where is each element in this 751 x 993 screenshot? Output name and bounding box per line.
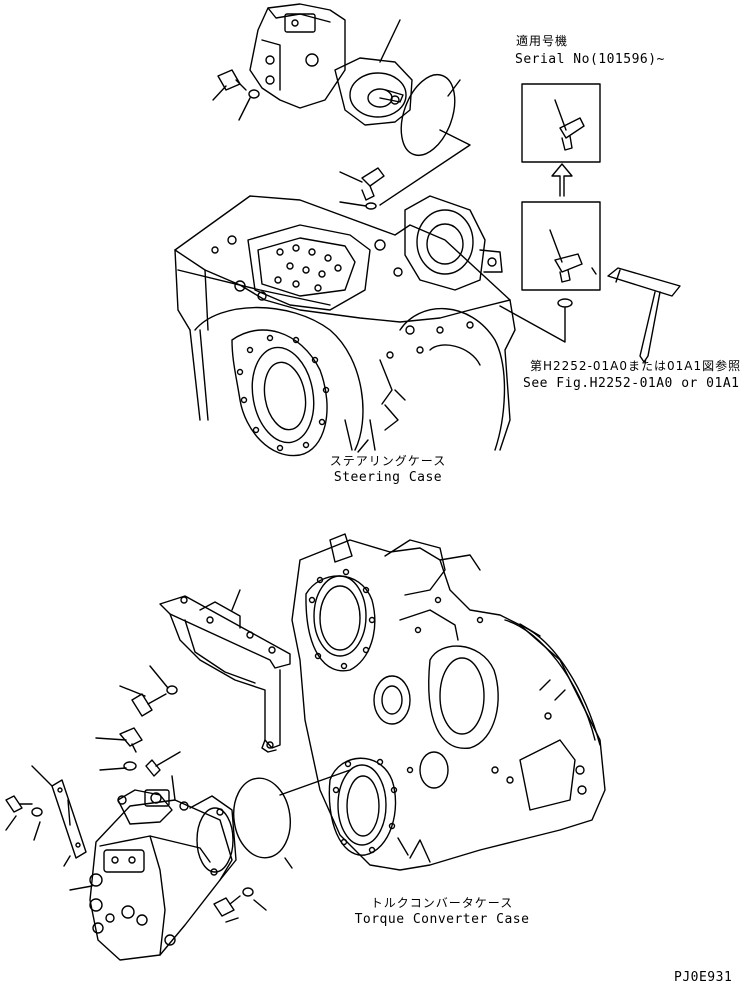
- hydraulic-pump-upper: [249, 3, 413, 126]
- leader-lines: [339, 171, 367, 207]
- plate-bracket: [51, 779, 87, 859]
- leader-lines: [284, 857, 293, 869]
- steering-case-label-jp: ステアリングケース: [329, 454, 447, 468]
- leader-lines: [212, 85, 251, 121]
- inset-before: [521, 201, 601, 291]
- leader-lines: [171, 775, 176, 801]
- leader-lines: [519, 623, 541, 637]
- leader-lines: [225, 899, 267, 923]
- o-ring-lower: [233, 777, 291, 859]
- arrow-icon: [639, 291, 661, 363]
- leader-lines: [499, 305, 566, 343]
- mounting-bracket: [159, 595, 291, 753]
- plug-fitting: [119, 727, 161, 777]
- bolt-icon: [213, 887, 254, 917]
- leader-lines: [119, 665, 169, 697]
- inset-after: [521, 83, 601, 163]
- leader-lines: [231, 589, 241, 611]
- seal-ring: [557, 298, 573, 308]
- elbow-fitting: [361, 167, 385, 210]
- leader-lines: [5, 765, 93, 891]
- leader-lines: [357, 439, 369, 453]
- torque-converter-case-label-en: Torque Converter Case: [354, 912, 530, 927]
- torque-converter-case-label-jp: トルクコンバータケース: [370, 896, 514, 910]
- reference-note-en: See Fig.H2252-01A0 or 01A1: [523, 376, 740, 391]
- leader-lines: [379, 129, 471, 206]
- leader-lines: [379, 359, 393, 405]
- bolt-icon: [131, 685, 178, 717]
- serial-number-label: Serial No(101596)~: [515, 52, 665, 67]
- leader-lines: [279, 769, 351, 796]
- steering-case: [174, 195, 516, 457]
- reference-note-jp: 第H2252-01A0または01A1図参照: [530, 359, 742, 373]
- torque-converter-case: [291, 533, 606, 871]
- hydraulic-pump-lower: [89, 789, 237, 961]
- o-ring-upper: [400, 73, 456, 157]
- steering-case-label-en: Steering Case: [333, 470, 443, 485]
- leader-lines: [379, 19, 461, 97]
- arrow-icon: [551, 163, 573, 197]
- leader-lines: [95, 737, 181, 771]
- pipe-fitting: [607, 267, 681, 297]
- applicability-title: 適用号機: [516, 34, 569, 48]
- bolt-icon: [5, 795, 43, 817]
- figure-code: PJ0E931: [674, 970, 733, 985]
- bolt-icon: [217, 69, 260, 99]
